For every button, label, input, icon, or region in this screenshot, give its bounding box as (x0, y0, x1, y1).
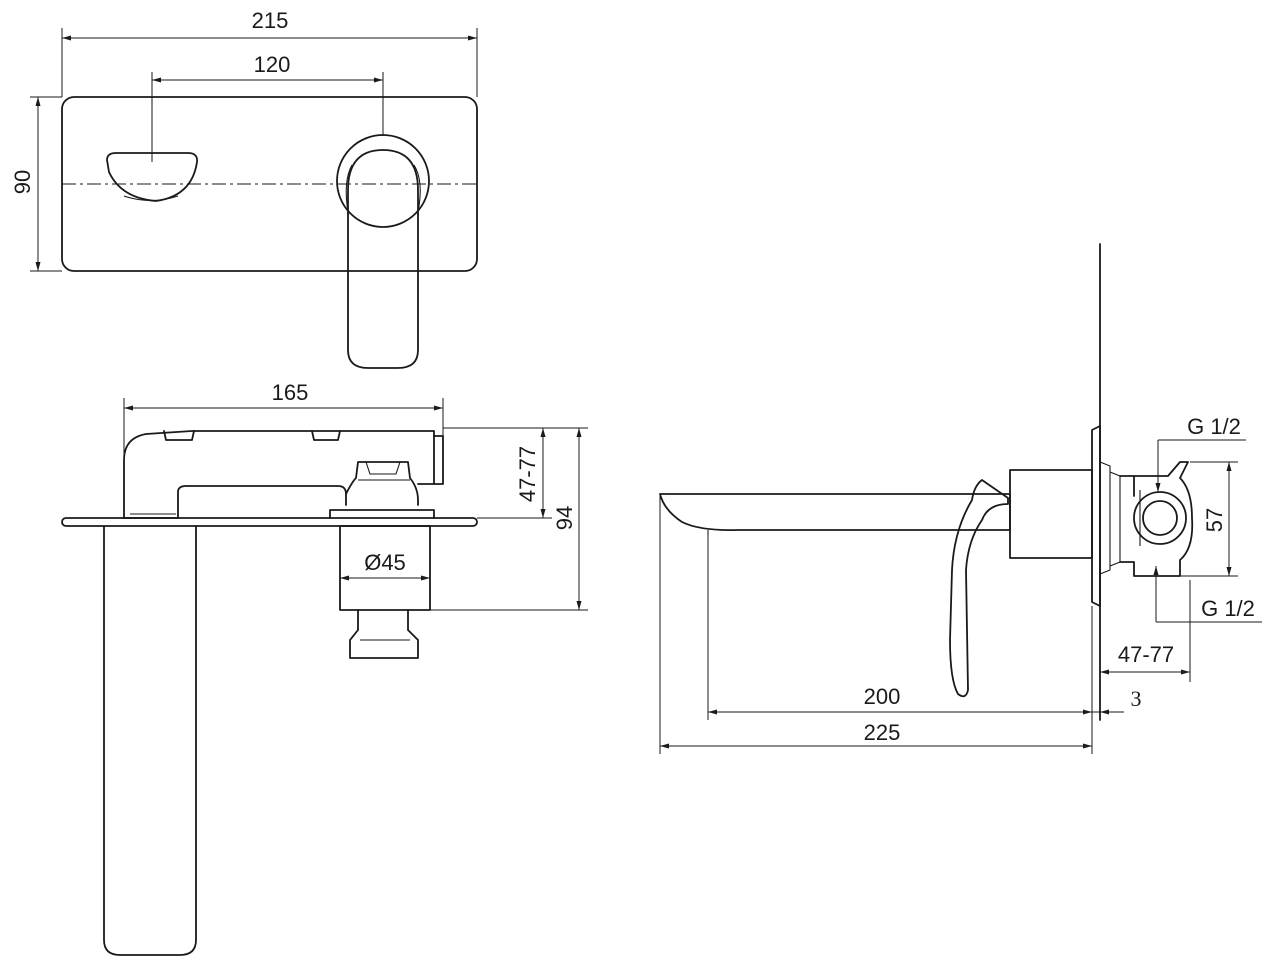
valve-knob (329, 435, 444, 519)
dim-length: 165 (123, 380, 444, 460)
side-lever (949, 479, 1009, 698)
dim-depth: 94 (430, 427, 588, 611)
dim-height-label: 90 (10, 170, 35, 194)
concealed-body (339, 525, 431, 659)
top-view: 165 47-77 94 Ø45 (61, 380, 588, 956)
dim-width-label: 215 (252, 8, 289, 33)
side-cover-plate (1091, 425, 1101, 607)
dim-adjust-label: 47-77 (515, 446, 540, 502)
dim-thread-top-label: G 1/2 (1187, 414, 1241, 439)
dim-width: 215 (61, 8, 478, 97)
dim-centers-label: 120 (254, 52, 291, 77)
dim-adjust: 47-77 (443, 427, 552, 519)
dim-diameter-label: Ø45 (364, 550, 406, 575)
dim-depth-label: 94 (552, 506, 577, 530)
spout-lower (103, 525, 197, 956)
dim-side-adjust-label: 47-77 (1118, 642, 1174, 667)
dim-thread-bottom: G 1/2 (1153, 566, 1262, 623)
dim-spacing-label: 57 (1202, 508, 1227, 532)
dim-overall-label: 225 (864, 720, 901, 745)
dim-projection-label: 200 (864, 684, 901, 709)
spout-outlet (106, 152, 198, 202)
dim-thread-bottom-label: G 1/2 (1201, 596, 1255, 621)
dim-thread-top: G 1/2 (1155, 414, 1246, 492)
front-view: 215 120 90 (10, 8, 480, 369)
dim-projection: 200 (707, 534, 1092, 720)
side-connector (1119, 461, 1194, 577)
dim-overall: 225 (659, 496, 1093, 754)
side-spout (659, 493, 1011, 535)
dim-height: 90 (10, 96, 62, 272)
lever-handle (336, 134, 430, 369)
side-body (1009, 461, 1121, 575)
dim-spacing: 57 (1180, 461, 1238, 577)
dim-centers: 120 (151, 52, 384, 162)
dim-side-adjust: 47-77 (1100, 580, 1191, 682)
plate-edge (61, 517, 478, 527)
dim-plate-label: 3 (1131, 686, 1142, 711)
dim-length-label: 165 (272, 380, 309, 405)
dim-plate: 3 (1091, 606, 1142, 722)
dim-diameter: Ø45 (340, 550, 430, 581)
side-view: G 1/2 G 1/2 57 47-77 3 (659, 243, 1262, 754)
